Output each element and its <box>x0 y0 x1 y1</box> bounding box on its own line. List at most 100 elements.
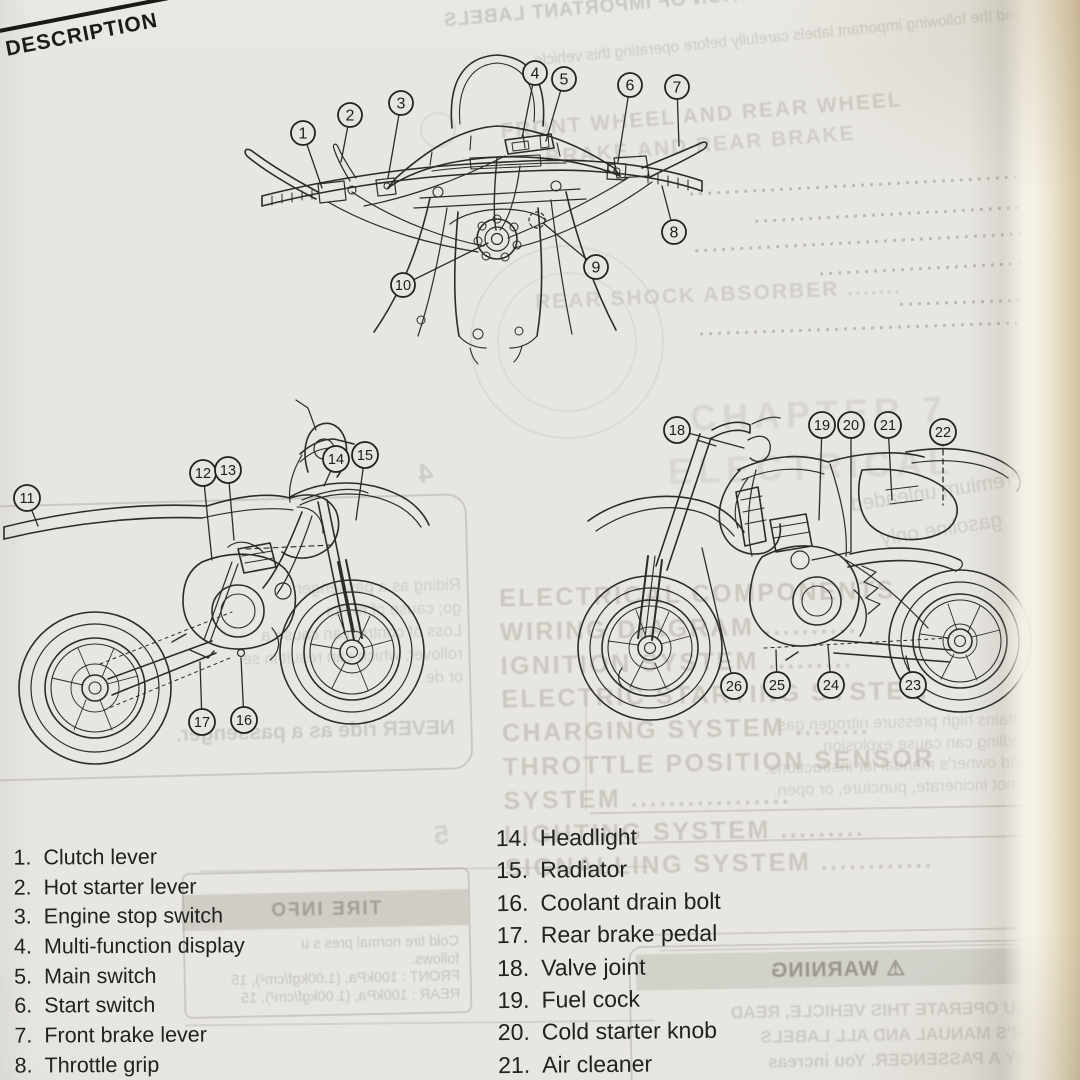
bike-right-diagram <box>577 416 1032 721</box>
list-item-number: 3. <box>13 904 32 929</box>
callout-number-6: 6 <box>626 78 635 95</box>
list-item-number: 15. <box>496 857 529 884</box>
callout-circle-5 <box>551 66 577 92</box>
callout-circle-18 <box>663 416 691 444</box>
list-item: 4. Multi-function display <box>6 933 245 964</box>
list-item-number: 4. <box>13 934 32 959</box>
list-item: 19. Fuel cock <box>487 985 722 1020</box>
list-item: 20.Cold starter knob <box>488 1017 723 1052</box>
list-item: 21.Air cleaner <box>488 1050 723 1080</box>
list-item-label: Coolant drain bolt <box>540 887 721 916</box>
callout-number-9: 9 <box>592 260 601 277</box>
list-item: 17. Rear brake pedal <box>487 920 722 955</box>
callout-number-24: 24 <box>823 678 839 694</box>
leader-line <box>811 424 852 561</box>
callout-number-7: 7 <box>673 80 682 97</box>
leader-line <box>701 547 735 687</box>
list-item-label: Headlight <box>539 823 638 851</box>
list-item-number: 19. <box>497 986 530 1014</box>
callout-circle-15 <box>351 441 379 469</box>
list-item-label: Radiator <box>539 856 628 884</box>
leader-line <box>402 242 489 286</box>
list-item-label: Start switch <box>44 993 156 1018</box>
callout-number-19: 19 <box>814 418 830 434</box>
callout-number-13: 13 <box>220 463 236 479</box>
callout-circle-9 <box>583 254 609 280</box>
list-item-number: 8. <box>14 1053 33 1078</box>
callout-number-5: 5 <box>560 72 569 89</box>
callout-circle-7 <box>664 74 690 100</box>
list-item: 3.Engine stop switch <box>6 904 245 935</box>
parts-list-left: 1. Clutch lever 2. Hot starter lever 3.Engin… <box>5 844 245 1080</box>
list-item-number: 18. <box>497 954 530 981</box>
callout-circle-13 <box>214 456 242 484</box>
list-item-label: Fuel cock <box>541 985 641 1013</box>
callout-circle-1 <box>290 120 316 146</box>
callout-number-4: 4 <box>531 66 540 83</box>
bike-left-callouts: 11 12 13 14 15 16 17 <box>13 441 379 736</box>
callout-circle-16 <box>230 706 258 734</box>
callout-circle-8 <box>661 219 687 245</box>
list-item-label: Valve joint <box>541 953 646 981</box>
callout-circle-6 <box>617 72 643 98</box>
list-item: 8. Throttle grip <box>6 1052 245 1080</box>
list-item-number: 20. <box>497 1019 530 1046</box>
callout-circle-23 <box>899 671 927 699</box>
list-item-label: Front brake lever <box>44 1022 207 1048</box>
list-item-label: Clutch lever <box>43 844 158 870</box>
list-item-label: Rear brake pedal <box>540 919 718 948</box>
list-item-number: 14. <box>495 824 528 852</box>
parts-list-right: 14. Headlight 15. Radiator 16.Coolant drain … <box>486 823 723 1080</box>
callout-circle-21 <box>874 411 902 439</box>
callout-number-3: 3 <box>397 96 406 113</box>
callout-number-15: 15 <box>357 448 373 464</box>
list-item-number: 2. <box>13 875 32 900</box>
leader-line <box>202 472 213 561</box>
callout-number-11: 11 <box>19 491 34 507</box>
callout-circle-19 <box>808 411 836 439</box>
callout-circle-26 <box>720 672 748 700</box>
callout-circle-3 <box>388 90 414 116</box>
cockpit-diagram <box>244 54 708 365</box>
callout-circle-14 <box>322 445 350 473</box>
callout-circle-24 <box>817 671 845 699</box>
list-item-number: 6. <box>14 993 33 1019</box>
list-item: 1. Clutch lever <box>5 844 244 875</box>
callout-number-10: 10 <box>395 278 411 294</box>
leader-line <box>818 424 823 521</box>
callout-number-17: 17 <box>194 715 210 731</box>
callout-circle-2 <box>337 102 363 128</box>
list-item-label: Throttle grip <box>44 1052 160 1078</box>
list-item-number: 1. <box>13 845 32 870</box>
callout-number-16: 16 <box>236 713 252 729</box>
callout-number-12: 12 <box>195 466 211 482</box>
list-item: 5.Main switch <box>6 963 245 994</box>
list-item: 16.Coolant drain bolt <box>486 888 721 923</box>
list-item: 2. Hot starter lever <box>6 874 245 905</box>
leader-line <box>617 84 631 163</box>
bleed-wheel-circle <box>497 272 637 412</box>
callout-circle-22 <box>929 418 957 446</box>
callout-circle-10 <box>390 272 416 298</box>
callout-circle-20 <box>837 411 865 439</box>
list-item-label: Hot starter lever <box>43 874 197 900</box>
callout-number-1: 1 <box>299 126 308 143</box>
callout-number-22: 22 <box>935 425 951 441</box>
list-item-number: 7. <box>14 1023 33 1048</box>
callout-number-26: 26 <box>726 679 742 695</box>
callout-number-20: 20 <box>843 418 859 434</box>
callout-number-23: 23 <box>905 678 921 694</box>
list-item: 7. Front brake lever <box>6 1022 245 1053</box>
bleed-wheel-circle <box>470 245 664 439</box>
bleed-rule <box>585 700 587 810</box>
callout-number-21: 21 <box>880 418 896 434</box>
list-item: 18. Valve joint <box>487 952 722 987</box>
list-item: 14. Headlight <box>486 823 721 858</box>
callout-circle-17 <box>188 708 216 736</box>
list-item-label: Air cleaner <box>542 1050 653 1078</box>
list-item-label: Multi-function display <box>43 933 245 959</box>
callout-circle-11 <box>13 484 41 512</box>
list-item-number: 17. <box>496 921 529 949</box>
callout-number-14: 14 <box>328 452 344 468</box>
